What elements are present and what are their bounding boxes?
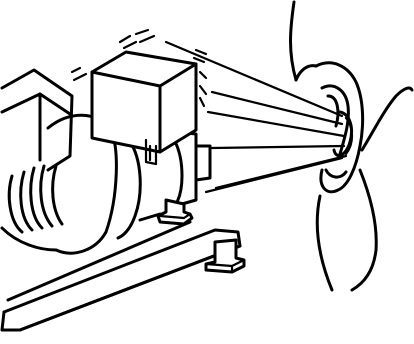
sound-ray [212, 146, 344, 148]
base-skid [2, 222, 240, 330]
vibration-mark [120, 36, 136, 48]
vibration-mark [136, 30, 154, 42]
terminal-box [92, 52, 196, 164]
vibration-mark [74, 74, 86, 80]
sound-ray [208, 112, 344, 136]
vibration-mark [72, 68, 80, 72]
vibration-mark [200, 86, 206, 106]
